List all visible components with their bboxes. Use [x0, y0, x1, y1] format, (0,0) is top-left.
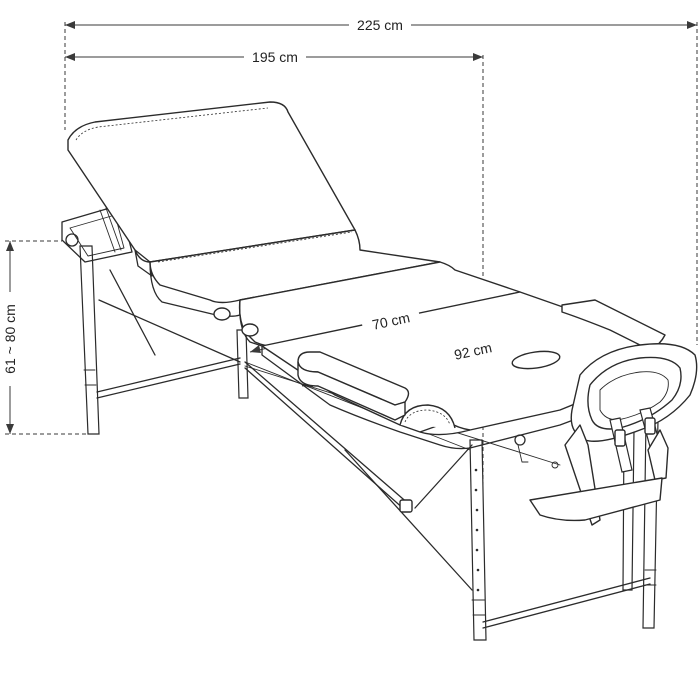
height-range-label: 61 ~ 80 cm: [2, 304, 18, 374]
bottom-rail: [482, 577, 651, 623]
arm-shelf: [529, 477, 663, 522]
table-pads: [67, 101, 661, 450]
brace: [414, 444, 473, 509]
brace: [96, 363, 241, 399]
hook-strap: [517, 444, 529, 463]
hinge: [399, 499, 413, 513]
label-bg: [360, 306, 422, 336]
label-bg: [1, 292, 19, 386]
dimension-labels: 225 cm 195 cm 70 cm 92 cm 61 ~ 80 cm: [1, 16, 504, 386]
strap-ring: [551, 461, 559, 469]
armrest-side: [297, 361, 406, 421]
hinge-cap: [241, 323, 259, 337]
label-bg: [442, 336, 504, 366]
arrow-head: [6, 424, 14, 434]
bottom-rail: [482, 583, 651, 629]
brace: [96, 357, 241, 393]
leg-front-middle: [469, 439, 487, 641]
section-1-side: [149, 261, 241, 317]
brace: [344, 449, 473, 591]
cradle-arm-right: [647, 429, 669, 481]
arrow-head: [6, 241, 14, 251]
backrest-side: [134, 249, 153, 277]
label-bg: [349, 16, 411, 34]
arrow-head: [250, 345, 261, 353]
side-armrest: [297, 351, 410, 421]
width-label: 92 cm: [453, 339, 494, 363]
head-end-frame-inner: [69, 214, 125, 257]
arrow-head: [65, 21, 75, 29]
table-frame: [61, 204, 659, 641]
brace: [244, 361, 411, 506]
bracket-knob: [644, 417, 656, 435]
face-cradle: [514, 299, 698, 526]
stitching: [404, 409, 451, 426]
face-hole: [511, 350, 561, 370]
arrow-head: [473, 53, 483, 61]
stitching: [75, 107, 269, 141]
leg-back-left: [79, 245, 100, 435]
stitching: [157, 231, 353, 263]
hinge-cap: [213, 307, 231, 321]
table-length-label: 195 cm: [252, 49, 298, 65]
hook: [514, 434, 526, 446]
backrest-support: [105, 207, 122, 251]
section-3-side: [261, 345, 641, 450]
total-length-label: 225 cm: [357, 17, 403, 33]
brace: [98, 299, 241, 363]
backrest-pad: [67, 101, 356, 263]
headrest-inner: [587, 356, 682, 430]
height-adjust-holes: [474, 468, 480, 592]
arrow-head: [687, 21, 697, 29]
frame-knob: [65, 233, 79, 247]
brace: [109, 269, 156, 356]
middle-section-label: 70 cm: [371, 309, 412, 333]
backrest-support: [99, 209, 116, 253]
label-bg: [244, 48, 306, 66]
arrow-head: [65, 53, 75, 61]
bracket-knob: [614, 429, 626, 447]
section-1-pad: [149, 229, 441, 304]
